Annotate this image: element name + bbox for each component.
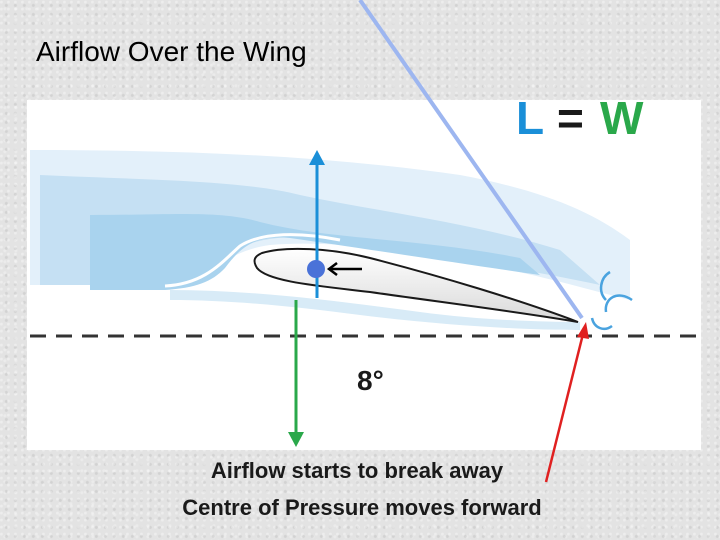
equals-sign: = xyxy=(557,92,584,144)
pointer-arrow-red xyxy=(544,322,589,483)
weight-arrow xyxy=(288,300,304,447)
slide-title: Airflow Over the Wing xyxy=(36,36,307,67)
angle-of-attack-label: 8° xyxy=(357,365,384,396)
caption-cp-moves-forward: Centre of Pressure moves forward xyxy=(182,495,542,520)
cp-forward-arrow xyxy=(326,262,362,276)
turbulence-curls-icon xyxy=(590,270,633,330)
wing-airfoil xyxy=(253,247,579,323)
weight-label: W xyxy=(600,92,644,144)
lift-equals-weight-equation: L = W xyxy=(516,92,644,144)
center-of-pressure-dot xyxy=(307,260,325,278)
lift-label: L xyxy=(516,92,544,144)
airflow-bands xyxy=(30,150,630,330)
caption-airflow-breakaway: Airflow starts to break away xyxy=(210,458,504,483)
pointer-line-blue xyxy=(358,0,584,320)
